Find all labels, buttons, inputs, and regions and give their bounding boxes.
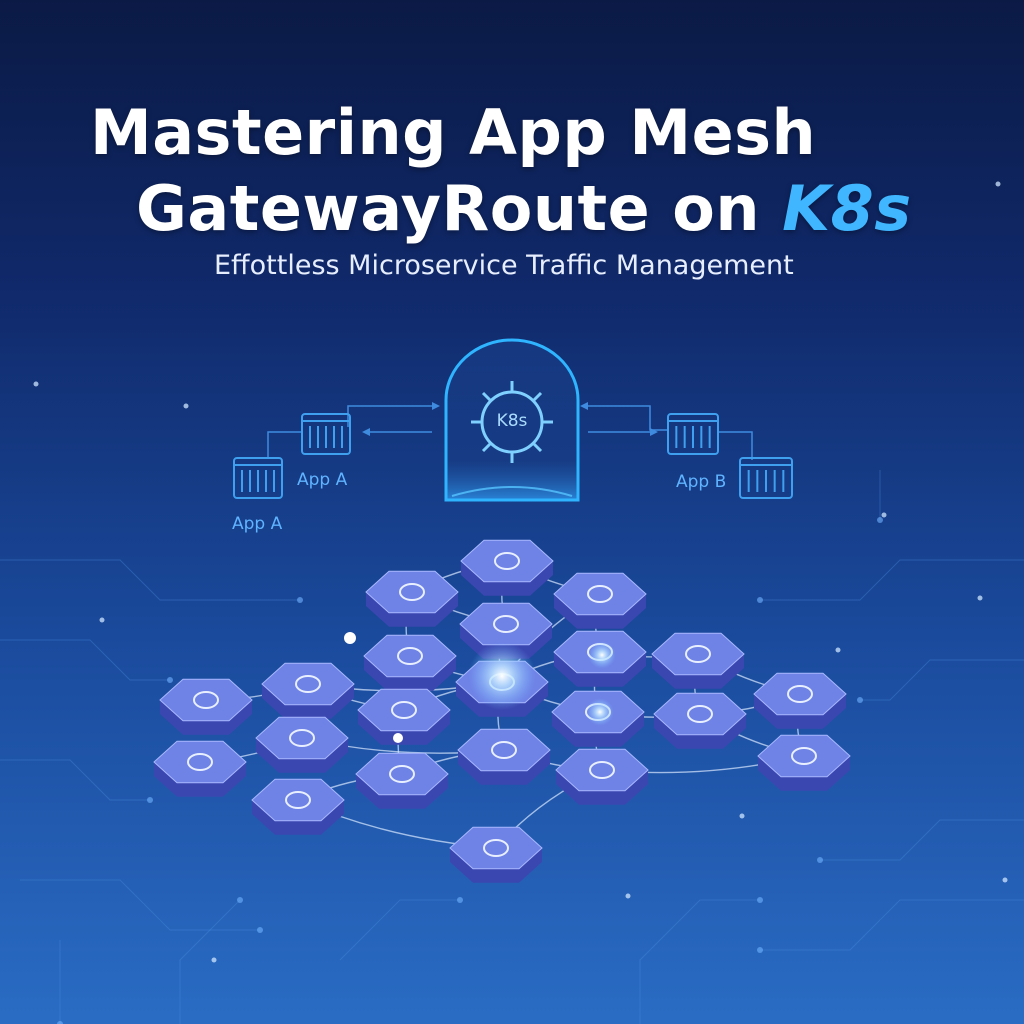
mesh-node [753, 672, 847, 729]
circuit-trace [0, 759, 150, 801]
mesh-node [653, 692, 747, 749]
circuit-trace [639, 899, 760, 1024]
circuit-trace [860, 659, 1024, 701]
sparkle-dot [183, 403, 189, 409]
mesh-node [757, 734, 851, 791]
title-line-1: Mastering App Mesh [90, 96, 817, 169]
mesh-node [251, 778, 345, 835]
sparkle-dot [881, 512, 887, 518]
circuit-node [857, 697, 863, 703]
circuit-trace [339, 899, 460, 961]
title-line-2-main: GatewayRoute on [136, 172, 783, 245]
mesh-node [363, 634, 457, 691]
subtitle: Effottless Microservice Traffic Manageme… [214, 250, 794, 281]
containers [233, 413, 793, 499]
container-icon [301, 413, 351, 455]
circuit-trace [179, 899, 241, 1024]
container-icon [233, 457, 283, 499]
circuit-node [147, 797, 153, 803]
mesh-node [357, 688, 451, 745]
circuit-node [57, 1021, 63, 1024]
circuit-node [817, 857, 823, 863]
app-b-label: App B [676, 472, 727, 492]
circuit-trace [0, 639, 170, 681]
circuit-node [297, 597, 303, 603]
sparkle-dot [33, 381, 39, 387]
mesh-node [555, 748, 649, 805]
mesh-node [449, 826, 543, 883]
circuit-trace [20, 879, 260, 931]
sparkle-dot [835, 647, 841, 653]
circuit-node [167, 677, 173, 683]
mesh-node [355, 752, 449, 809]
sparkle-dot [977, 595, 983, 601]
mesh-node [153, 740, 247, 797]
circuit-node [877, 517, 883, 523]
mesh-node [553, 572, 647, 629]
circuit-node [237, 897, 243, 903]
circuit-trace [820, 819, 1024, 861]
circuit-node [757, 897, 763, 903]
mesh-node [159, 678, 253, 735]
arrow-heads [362, 402, 658, 436]
mesh-node [457, 728, 551, 785]
gateway-shape [444, 338, 580, 502]
traffic-glow [344, 632, 616, 743]
mesh-node [460, 539, 554, 596]
helm-wheel-icon [471, 381, 553, 463]
circuit-node [757, 947, 763, 953]
sparkle-dot [625, 893, 631, 899]
circuit-trace [760, 899, 1024, 951]
sparkle-dot [739, 813, 745, 819]
circuit-node [457, 897, 463, 903]
title-line-2: GatewayRoute on K8s [136, 172, 1024, 245]
sparkle-dot [1002, 877, 1008, 883]
circuit-node [757, 597, 763, 603]
mesh-node [255, 716, 349, 773]
sparkle-dot [995, 181, 1001, 187]
app-a-label: App A [297, 470, 348, 490]
container-icon [739, 457, 793, 499]
mesh-node [651, 632, 745, 689]
circuit-node [257, 927, 263, 933]
mesh-node [365, 570, 459, 627]
gateway-label: K8s [496, 411, 528, 431]
title-accent: K8s [782, 172, 912, 245]
container-icon [667, 413, 719, 455]
circuit-trace [760, 559, 1024, 601]
mesh-node [261, 662, 355, 719]
sparkle-dot [99, 617, 105, 623]
sparkle-dot [211, 957, 217, 963]
circuit-trace [0, 559, 300, 601]
app-a-secondary-label: App A [232, 514, 283, 534]
